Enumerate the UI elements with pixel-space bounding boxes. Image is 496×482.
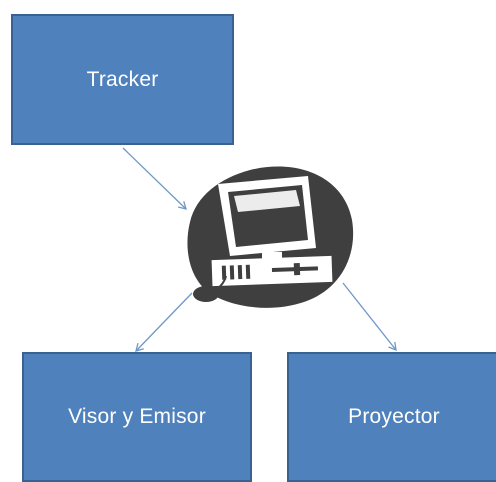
visor-emisor-box: Visor y Emisor [22, 352, 252, 482]
proyector-label: Proyector [348, 405, 440, 428]
arrow-computer-to-proyector [342, 282, 397, 352]
visor-emisor-label: Visor y Emisor [68, 405, 206, 428]
arrow-tracker-to-computer [122, 147, 187, 210]
computer-icon [187, 166, 354, 308]
proyector-box: Proyector [287, 352, 496, 482]
tracker-label: Tracker [86, 67, 159, 91]
tracker-box: Tracker [11, 14, 234, 145]
arrow-computer-to-visor [135, 292, 193, 352]
